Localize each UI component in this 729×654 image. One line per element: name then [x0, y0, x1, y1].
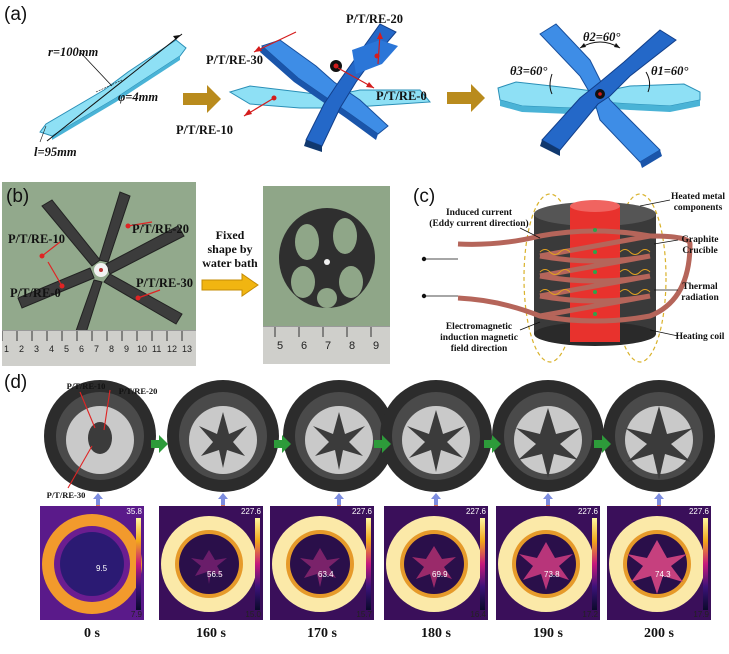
- single-arm-illustration: [39, 33, 187, 143]
- frame190-min: 17.2: [582, 610, 598, 619]
- panel-label-d: (d): [4, 372, 28, 393]
- ruler1-tick-6: 6: [79, 344, 85, 354]
- thermal-frame-170: 227.6 15.7 63.4: [270, 506, 374, 620]
- ruler1-tick-2: 2: [19, 344, 25, 354]
- label-b-re10: P/T/RE-10: [8, 232, 65, 246]
- ruler2-tick-5: 5: [277, 340, 284, 352]
- arrow-b-text-2: shape by: [207, 242, 253, 256]
- time-label-180: 180 s: [421, 626, 451, 641]
- ruler1-tick-13: 13: [182, 344, 193, 354]
- ruler-2: 5 6 7 8 9: [263, 326, 390, 364]
- frame0-temp: 9.5: [96, 564, 108, 573]
- ruler-1: 1 2 3 4 5 6 7 8 9 10 11 12 13: [2, 330, 196, 366]
- label-a-re30: P/T/RE-30: [206, 53, 263, 67]
- frame160-max: 227.6: [240, 507, 261, 516]
- thermal-frame-160: 227.6 15.0 56.5: [159, 506, 263, 620]
- ruler1-tick-9: 9: [124, 344, 130, 354]
- label-d-re20: P/T/RE-20: [118, 386, 158, 396]
- phi-label: φ=4mm: [118, 90, 159, 104]
- ruler1-tick-1: 1: [4, 344, 10, 354]
- theta1-label: θ1=60°: [651, 64, 689, 78]
- ruler1-tick-5: 5: [64, 344, 70, 354]
- arrow-a-2: [447, 84, 485, 112]
- time-label-200: 200 s: [644, 626, 674, 641]
- frame180-temp: 69.9: [432, 570, 448, 579]
- frame200-temp: 74.3: [655, 570, 671, 579]
- frame170-min: 15.7: [356, 610, 372, 619]
- heated-metal-label-1: Heated metal: [670, 192, 726, 202]
- heating-coil-label: Heating coil: [675, 332, 725, 342]
- time-label-190: 190 s: [533, 626, 563, 641]
- theta3-label: θ3=60°: [510, 64, 548, 78]
- frame170-max: 227.6: [351, 507, 372, 516]
- label-a-re20: P/T/RE-20: [346, 12, 403, 26]
- frame160-temp: 56.5: [207, 570, 223, 579]
- photo-flat-star: 1 2 3 4 5 6 7 8 9 10 11 12 13: [2, 182, 196, 366]
- label-a-re0: P/T/RE-0: [376, 89, 427, 103]
- heated-metal-label-2: components: [673, 203, 723, 213]
- ruler1-tick-7: 7: [94, 344, 100, 354]
- ruler2-tick-7: 7: [325, 340, 332, 352]
- ruler1-tick-4: 4: [49, 344, 55, 354]
- panel-label-b: (b): [6, 186, 30, 207]
- thermal-frame-0: 35.8 7.9 9.5: [40, 506, 144, 620]
- frame0-max: 35.8: [126, 507, 142, 516]
- frame180-max: 227.6: [465, 507, 486, 516]
- frame190-max: 227.6: [577, 507, 598, 516]
- frame180-min: 16.4: [470, 610, 486, 619]
- photo-folded-shape: 5 6 7 8 9: [263, 186, 390, 364]
- induced-current-label-1: Induced current: [445, 208, 513, 218]
- frame200-min: 17.9: [693, 610, 709, 619]
- ruler1-tick-8: 8: [109, 344, 115, 354]
- frame200-max: 227.6: [688, 507, 709, 516]
- frame0-min: 7.9: [130, 610, 142, 619]
- ruler2-tick-9: 9: [373, 340, 380, 352]
- theta2-label: θ2=60°: [583, 30, 621, 44]
- ruler1-tick-12: 12: [167, 344, 178, 354]
- ruler1-tick-11: 11: [152, 344, 162, 354]
- frame190-temp: 73.8: [544, 570, 560, 579]
- graphite-label-2: Crucible: [682, 246, 718, 256]
- radius-label: r=100mm: [48, 45, 99, 59]
- ruler1-tick-3: 3: [34, 344, 40, 354]
- arrow-b-text-3: water bath: [202, 256, 258, 270]
- thermal-frame-200: 227.6 17.9 74.3: [607, 506, 711, 620]
- induced-current-label-2: (Eddy current direction): [429, 219, 529, 229]
- time-label-160: 160 s: [196, 626, 226, 641]
- thermal-label-1: Thermal: [682, 282, 718, 292]
- em-label-2: induction magnetic: [440, 333, 518, 343]
- thermal-label-2: radiation: [681, 293, 719, 303]
- graphite-label-1: Graphite: [681, 235, 719, 245]
- arrow-b-text-1: Fixed: [215, 228, 245, 242]
- length-label: l=95mm: [34, 145, 77, 159]
- em-label-3: field direction: [450, 344, 508, 354]
- exploded-assembly-illustration: [228, 23, 432, 152]
- label-d-re30: P/T/RE-30: [46, 490, 86, 500]
- time-label-170: 170 s: [307, 626, 337, 641]
- frame160-min: 15.0: [245, 610, 261, 619]
- label-b-re0: P/T/RE-0: [10, 286, 61, 300]
- frame170-temp: 63.4: [318, 570, 334, 579]
- panel-label-a: (a): [4, 4, 28, 25]
- label-b-re30: P/T/RE-30: [136, 276, 193, 290]
- thermal-frame-180: 227.6 16.4 69.9: [384, 506, 488, 620]
- arrow-b: [201, 273, 259, 297]
- label-d-re10: P/T/RE-10: [66, 381, 106, 391]
- arrow-a-1: [183, 85, 221, 113]
- label-a-re10: P/T/RE-10: [176, 123, 233, 137]
- assembled-star-illustration: [497, 23, 701, 168]
- ruler1-tick-10: 10: [137, 344, 148, 354]
- em-label-1: Electromagnetic: [445, 322, 513, 332]
- ruler2-tick-6: 6: [301, 340, 308, 352]
- panel-label-c: (c): [413, 186, 436, 207]
- thermal-frame-190: 227.6 17.2 73.8: [496, 506, 600, 620]
- label-b-re20: P/T/RE-20: [132, 222, 189, 236]
- time-label-0: 0 s: [84, 626, 100, 641]
- ruler2-tick-8: 8: [349, 340, 356, 352]
